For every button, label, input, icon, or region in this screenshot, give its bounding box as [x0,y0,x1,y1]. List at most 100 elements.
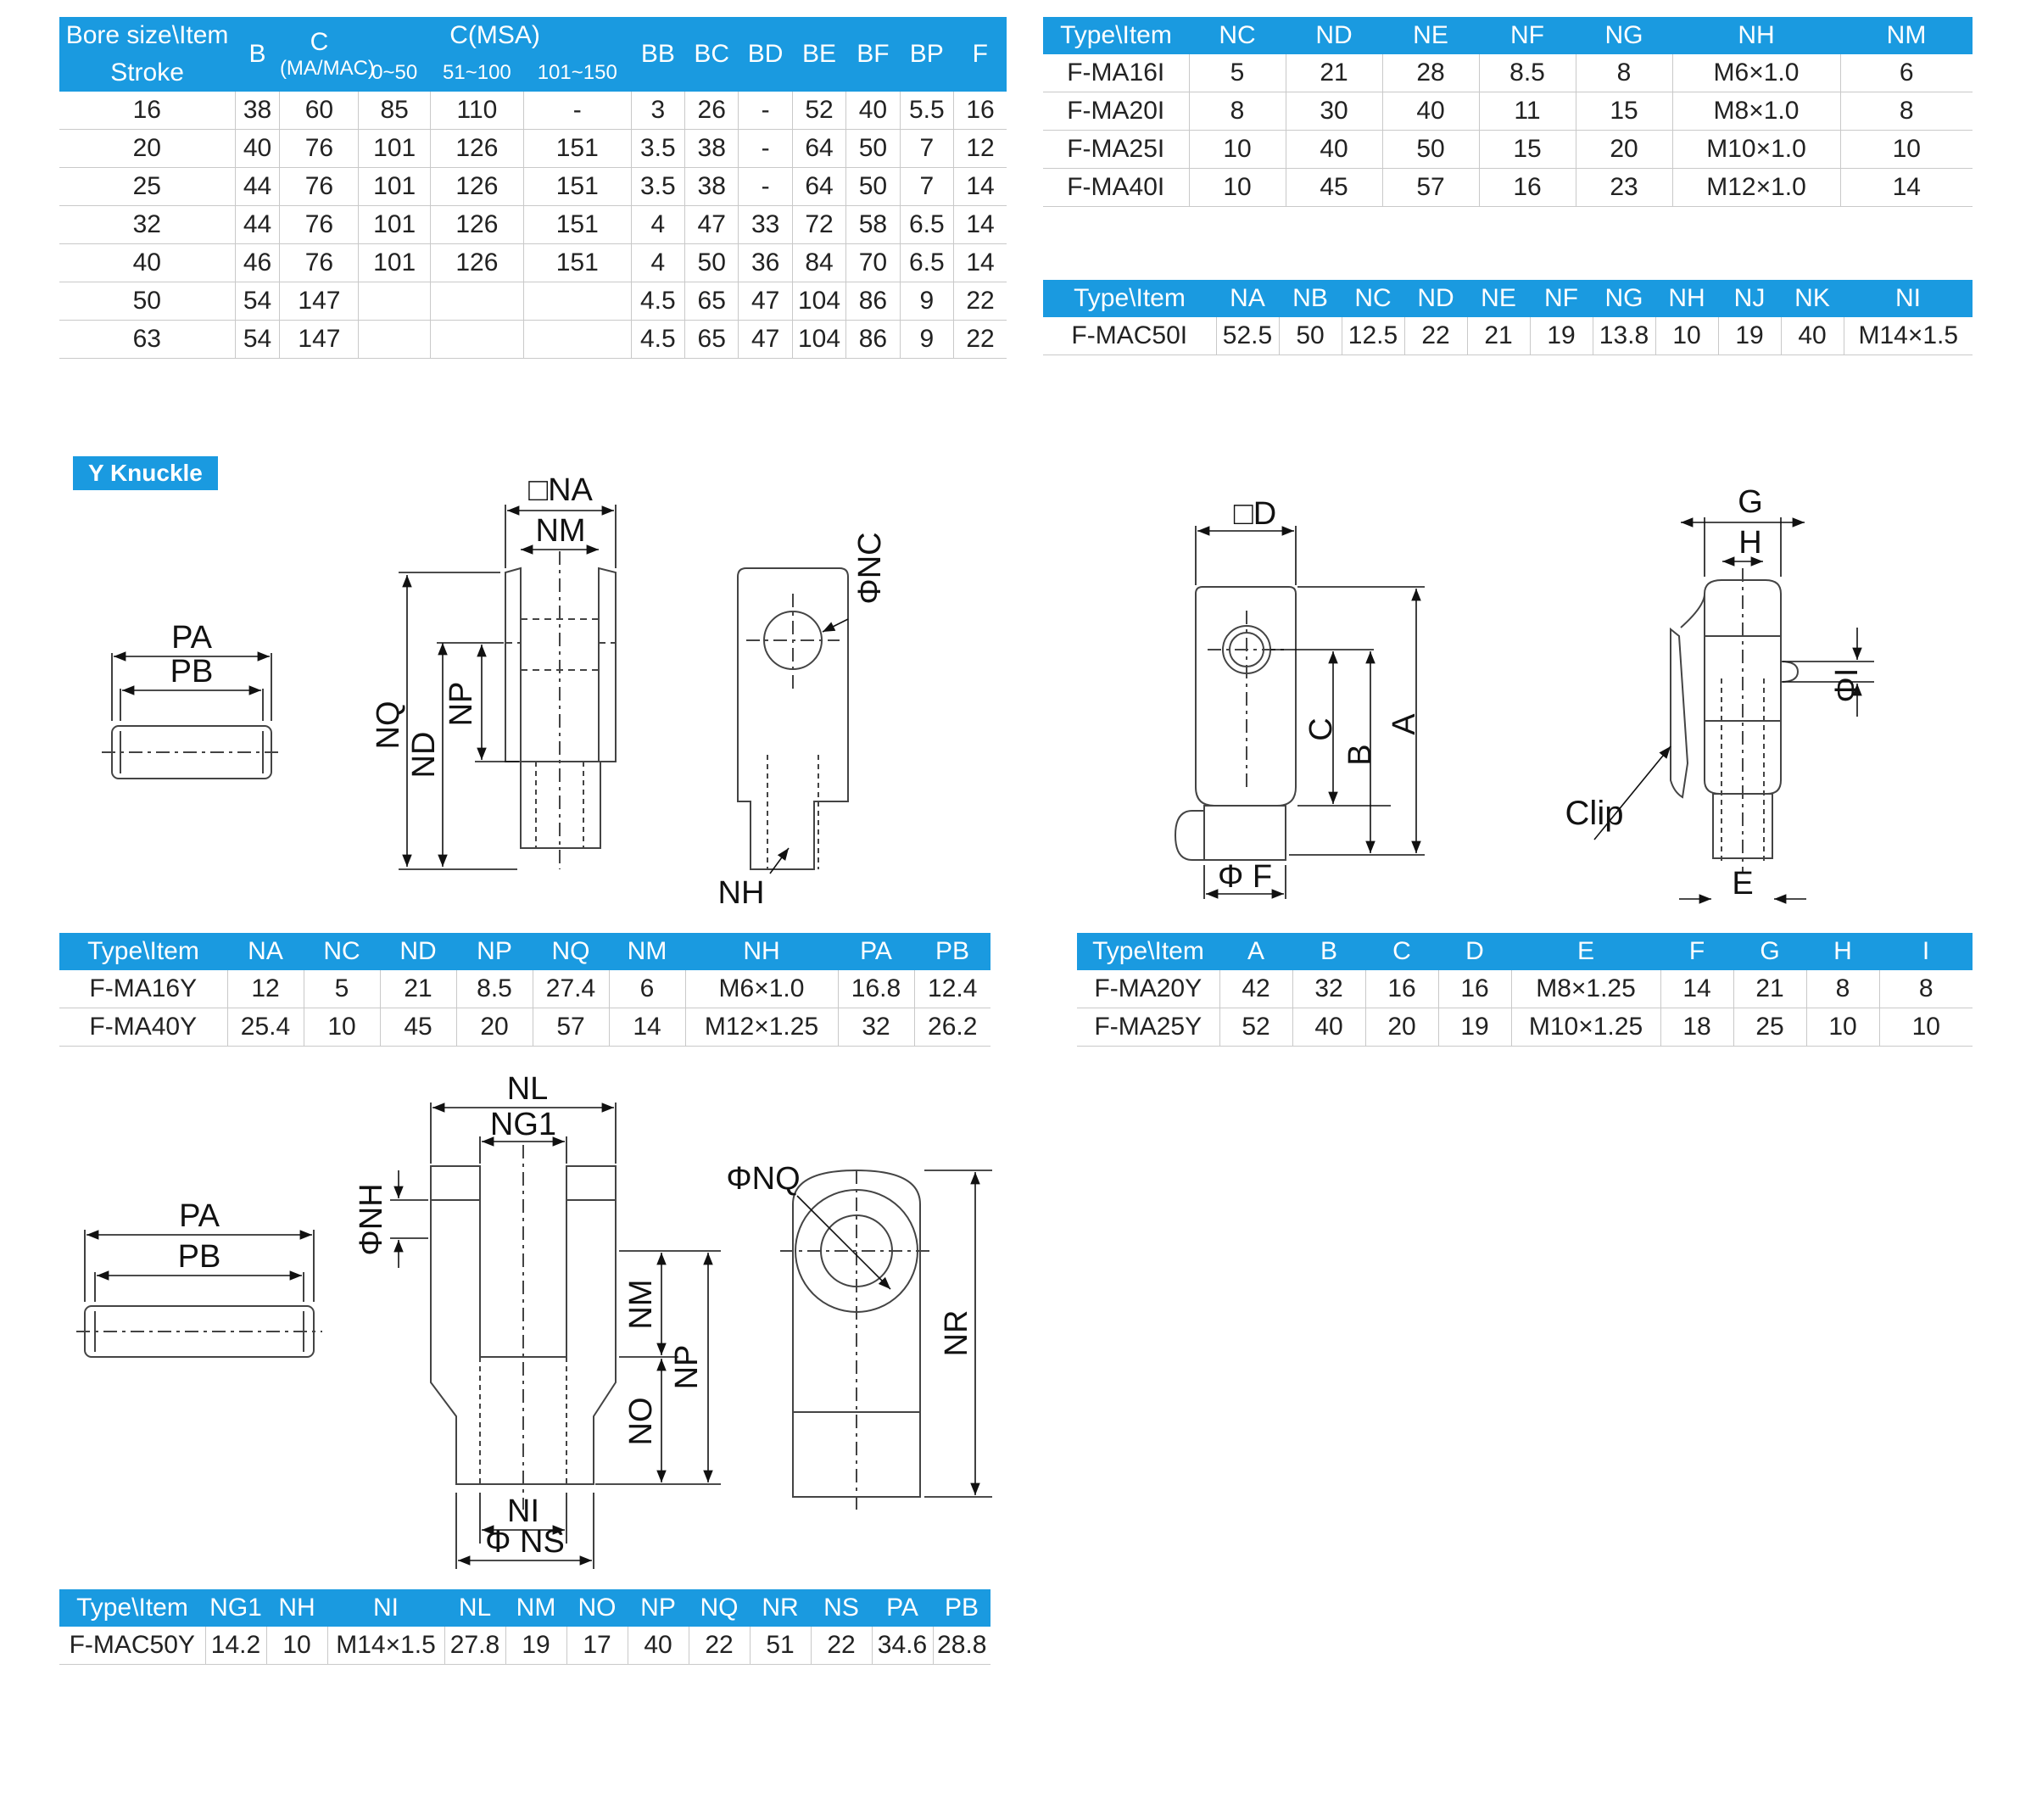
table-cell: 4.5 [630,282,685,321]
column-header: E [1511,933,1660,970]
table-cell: 10 [1839,130,1973,169]
column-header: NM [609,933,685,970]
table-cell: 58 [845,205,901,244]
y-knuckle-clip-drawing: □D C B A Φ F G H ΦI Clip E [1174,484,1874,904]
dim-pa: PA [171,620,213,656]
column-header: NO [566,1589,628,1627]
column-header: NH [1672,17,1840,54]
table-cell: 10 [1188,168,1286,207]
table-cell: 22 [1403,317,1467,355]
column-header: NJ [1718,280,1781,317]
table-cell: 4.5 [630,320,685,359]
table-cell: 52 [791,92,846,130]
column-header: NQ [533,933,609,970]
column-header: NP [628,1589,689,1627]
table-cell: 26 [684,92,739,130]
column-header: NG1 [205,1589,266,1627]
column-header: G [1733,933,1806,970]
table-cell: 151 [522,243,632,282]
table-cell: 12.4 [913,970,990,1008]
table-cell: 147 [279,282,359,321]
table-cell: 26.2 [913,1008,990,1047]
dim-a: A [1387,713,1422,735]
table-cell: 20 [455,1008,533,1047]
column-header: ND [1286,17,1382,54]
column-header: PA [838,933,914,970]
dim-pb: PB [170,654,214,689]
table-cell: M12×1.0 [1671,168,1840,207]
table-cell: 40 [627,1627,689,1665]
table-cell: 50 [1381,130,1479,169]
table-cell: 28 [1381,54,1479,92]
table-cell: 101 [358,167,431,206]
table-cell: 54 [234,320,280,359]
table-cell: 151 [522,129,632,168]
table-cell: 4 [630,205,685,244]
column-header: A [1219,933,1292,970]
table-cell: 22 [953,282,1007,321]
table-cell: F-MA40I [1043,168,1189,207]
column-header: C [1365,933,1438,970]
table-cell: 151 [522,205,632,244]
dim-np: NP [444,682,479,727]
table-cell: 5 [303,970,380,1008]
dim-i: ΦI [1829,668,1865,703]
table-cell: F-MA25Y [1077,1008,1219,1047]
dim-nl: NL [507,1071,549,1107]
table-cell: 126 [429,205,524,244]
table-cell: 12 [226,970,304,1008]
table-cell: 126 [429,129,524,168]
table-cell: 45 [379,1008,456,1047]
table-cell: 4 [630,243,685,282]
dim-ng1: NG1 [490,1107,556,1142]
table-cell: 47 [738,282,793,321]
table-cell: 40 [1780,317,1844,355]
table-cell: 25 [59,167,236,206]
header-stroke-51-100: 51~100 [430,54,524,92]
table-cell: 6.5 [899,205,954,244]
table-cell: 34.6 [871,1627,933,1665]
table-cell: 23 [1575,168,1672,207]
column-header: NM [1840,17,1973,54]
header-bc: BC [684,17,739,92]
dim-pa-2: PA [179,1198,220,1234]
table-cell [358,320,431,359]
table-cell: 12 [953,129,1007,168]
dim-nq-2: ΦNQ [726,1161,800,1197]
header-bb: BB [631,17,685,92]
y-knuckle-drawing: PA PB □NA NM NQ ND NP ΦNC NH [102,472,888,911]
table-cell: 151 [522,167,632,206]
table-cell: 8.5 [1478,54,1576,92]
table-cell: 32 [59,205,236,244]
table-cell: 40 [234,129,280,168]
table-cell: - [522,92,632,130]
table-cell: 46 [234,243,280,282]
table-cell: 27.4 [532,970,609,1008]
table-cell: 14 [953,167,1007,206]
table-cell: 27.8 [444,1627,505,1665]
table-cell: 110 [429,92,524,130]
table-cell: 64 [791,167,846,206]
header-b: B [235,17,280,92]
dim-na: □NA [528,472,593,508]
table-cell: 11 [1478,92,1576,131]
table-cell: 65 [684,320,739,359]
table-cell: 101 [358,243,431,282]
dim-nd: ND [406,732,442,779]
column-header: NE [1467,280,1530,317]
column-header: PB [914,933,990,970]
table-cell: 51 [749,1627,811,1665]
table-cell: 85 [358,92,431,130]
table-cell: M8×1.25 [1510,970,1660,1008]
column-header: Type\Item [1077,933,1219,970]
